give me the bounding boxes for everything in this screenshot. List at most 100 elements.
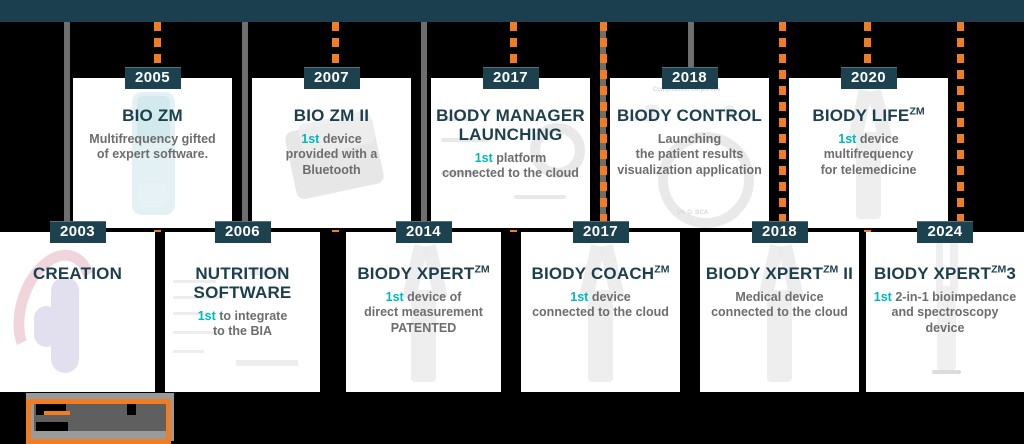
first-badge: 1st (838, 132, 857, 147)
card-description-line: Bluetooth (302, 162, 361, 177)
watermark-ring (657, 132, 754, 228)
card-description-line: direct measurement (364, 305, 483, 320)
card-watermark (73, 78, 232, 228)
card-watermark: Composition corporelle 387 Kcal 1% O. BCA (610, 78, 769, 228)
watermark-line (932, 369, 961, 374)
card-description-line: of expert software. (96, 147, 209, 162)
card-description-line: 1st platform (474, 151, 547, 166)
first-badge: 1st (197, 309, 216, 324)
watermark-prong-left (935, 241, 944, 296)
redacted-element-orange-strip (44, 411, 70, 415)
card-title: BIODY MANAGER (436, 106, 585, 125)
card-title: BIO ZM II (293, 106, 370, 125)
card-description-line: PATENTED (390, 320, 457, 335)
watermark-line (172, 312, 210, 315)
card-content: CREATION (0, 232, 155, 283)
card-title: BIODY XPERTZM II (705, 263, 854, 283)
year-badge-2020[interactable]: 2020 (840, 67, 897, 89)
first-badge: 1st (873, 290, 892, 305)
watermark-line (513, 195, 567, 199)
watermark-device-body (855, 132, 882, 219)
card-description-line: Launching (657, 132, 722, 147)
year-badge-2005[interactable]: 2005 (124, 67, 181, 89)
card-title: BIODY XPERTZM (357, 263, 490, 283)
card-title-line2: LAUNCHING (458, 125, 563, 145)
connector-line-orange (779, 22, 786, 232)
connector-line-orange (600, 22, 607, 232)
connector-line-gray (64, 22, 70, 232)
watermark-text: 387 Kcal (629, 117, 654, 123)
watermark-block (250, 267, 288, 276)
card-description-line: provided with a (285, 147, 378, 162)
first-badge: 1st (385, 290, 404, 305)
card-description-line: connected to the cloud (442, 166, 579, 181)
connector-line-gray (242, 22, 248, 232)
card-watermark (789, 78, 948, 228)
first-badge: 1st (301, 132, 320, 147)
card-description-line: device (925, 320, 965, 335)
watermark-device-keypad (138, 183, 167, 207)
timeline-card-2003-0[interactable]: CREATION (0, 232, 155, 392)
card-title: BIO ZM (122, 106, 183, 125)
watermark-line (172, 350, 204, 354)
watermark-icon (644, 105, 659, 119)
first-badge: 1st (474, 151, 493, 166)
card-description-line: 1st device (838, 132, 899, 147)
year-badge-2018[interactable]: 2018 (751, 221, 808, 243)
watermark-line (172, 280, 217, 283)
year-badge-2017[interactable]: 2017 (572, 221, 629, 243)
title-superscript: ZM (823, 263, 839, 276)
connector-line-gray (421, 22, 427, 232)
year-badge-2018[interactable]: 2018 (661, 67, 718, 89)
card-description-line: multifrequency (823, 147, 914, 162)
watermark-text: Composition corporelle (652, 87, 721, 93)
card-description-line: to the BIA (212, 324, 273, 339)
watermark-text: 1% O. BCA (676, 210, 709, 216)
card-watermark (165, 232, 320, 392)
year-badge-2006[interactable]: 2006 (214, 221, 271, 243)
watermark-line (441, 138, 489, 142)
year-badge-2014[interactable]: 2014 (395, 221, 452, 243)
card-description-line: connected to the cloud (711, 305, 848, 320)
watermark-block (236, 360, 299, 366)
watermark-line (441, 117, 469, 121)
card-watermark (0, 232, 155, 392)
selection-highlight-box[interactable] (26, 399, 171, 444)
card-watermark (521, 232, 680, 392)
card-description-line: 1st device of (385, 290, 462, 305)
first-badge: 1st (570, 290, 589, 305)
card-watermark (866, 232, 1024, 392)
card-description-line: and spectroscopy (891, 305, 999, 320)
year-badge-2024[interactable]: 2024 (917, 221, 973, 243)
year-badge-2007[interactable]: 2007 (303, 67, 360, 89)
year-badge-2017[interactable]: 2017 (482, 67, 539, 89)
year-badge-2003[interactable]: 2003 (49, 221, 106, 243)
card-watermark (346, 232, 501, 392)
title-superscript: ZM (991, 263, 1007, 276)
connector-line-orange (957, 22, 964, 232)
card-description-line: connected to the cloud (532, 305, 669, 320)
watermark-line (441, 171, 476, 175)
redacted-element-gap-right (127, 403, 136, 415)
